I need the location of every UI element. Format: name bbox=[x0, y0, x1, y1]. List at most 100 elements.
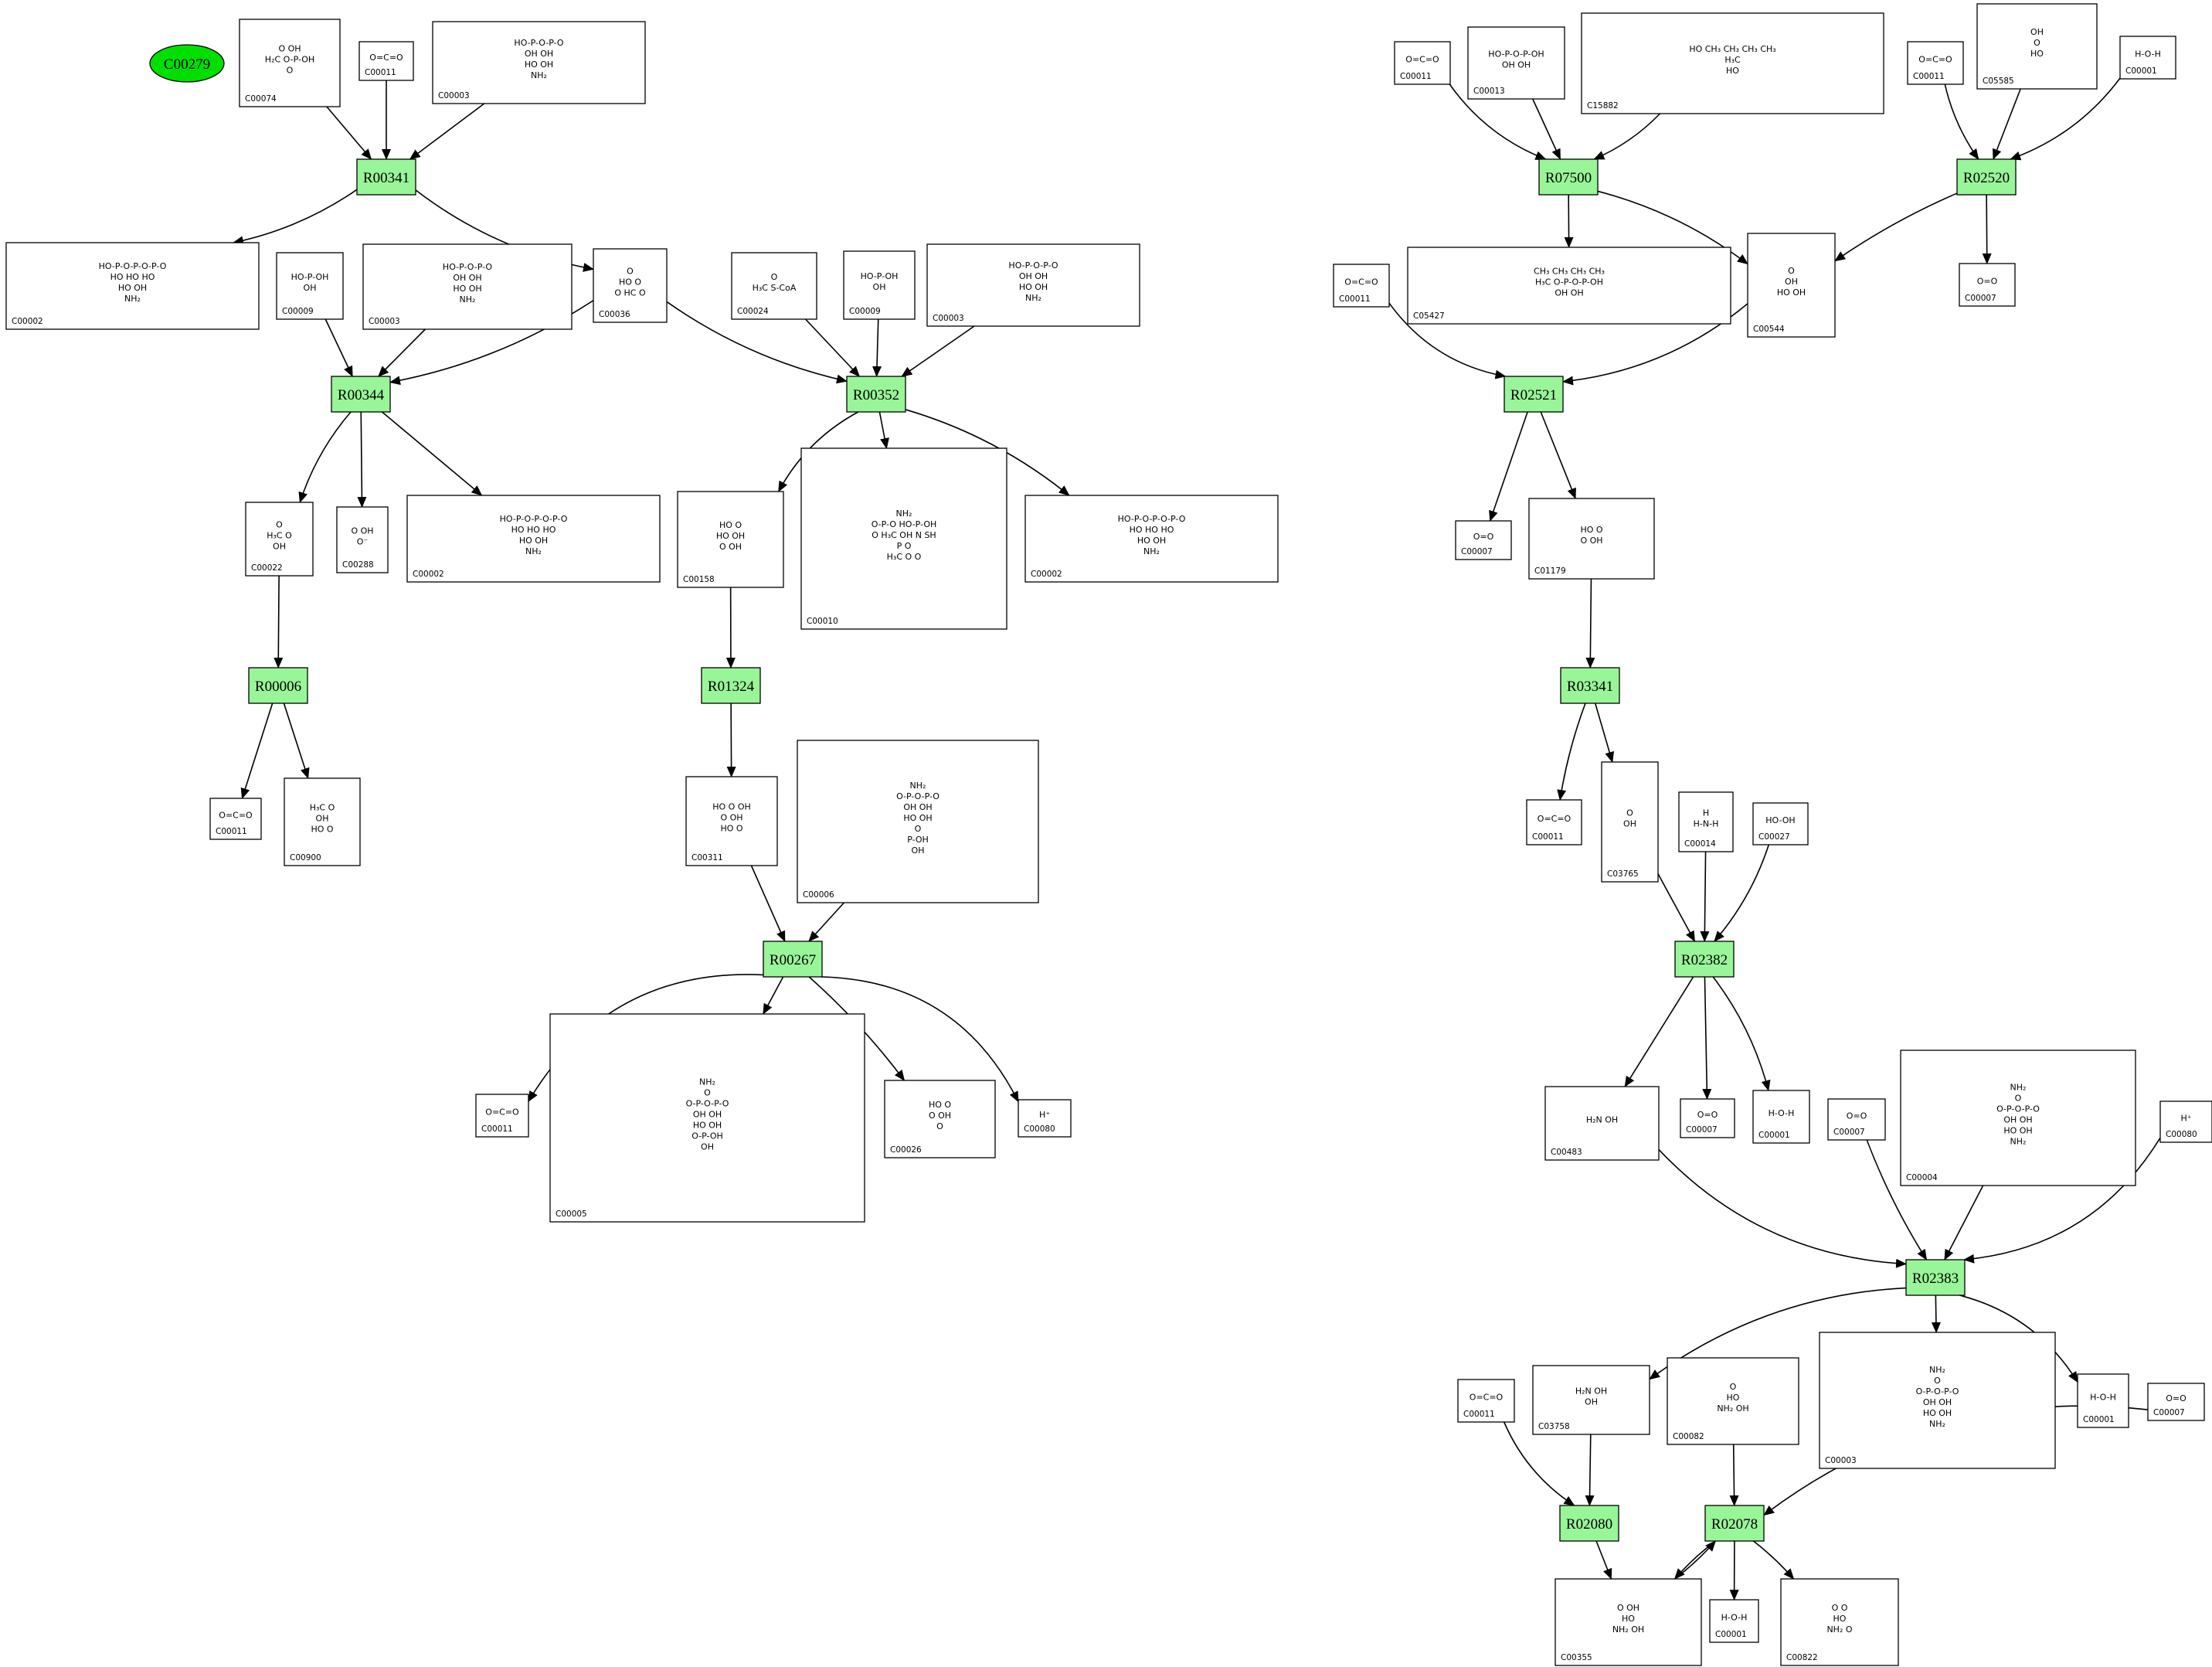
reaction-node[interactable]: R02520 bbox=[1956, 158, 2017, 196]
start-node[interactable]: C00279 bbox=[149, 44, 225, 83]
reaction-node[interactable]: R00341 bbox=[356, 158, 416, 196]
reaction-node[interactable]: R01324 bbox=[701, 667, 761, 704]
reaction-node[interactable]: R00352 bbox=[846, 376, 906, 413]
compound-id: C00011 bbox=[1400, 72, 1432, 81]
reaction-node[interactable]: R00344 bbox=[331, 376, 391, 413]
edge-arrow bbox=[409, 103, 485, 160]
structure-fragment: NH₂ bbox=[1143, 546, 1160, 556]
structure-fragment: HO-P-O-P-O bbox=[1008, 260, 1058, 270]
reaction-node[interactable]: R00006 bbox=[248, 667, 308, 704]
reaction-node[interactable]: R07500 bbox=[1538, 158, 1599, 196]
edge-arrow bbox=[1866, 1139, 1928, 1260]
reaction-node[interactable]: R02080 bbox=[1559, 1505, 1619, 1542]
edge-arrow bbox=[1931, 1294, 1941, 1333]
reaction-label: R03341 bbox=[1567, 679, 1613, 695]
structure-fragment: OH OH bbox=[525, 49, 553, 59]
reaction-label: R00341 bbox=[363, 170, 409, 186]
edge-arrow bbox=[1714, 844, 1770, 942]
compound-id: C00014 bbox=[1684, 839, 1716, 849]
structure-fragment: H₃C O bbox=[310, 803, 335, 813]
reaction-node[interactable]: R02521 bbox=[1504, 376, 1564, 413]
structure-fragment: HO OH bbox=[2003, 1126, 2032, 1136]
structure-fragment: H bbox=[1703, 808, 1709, 818]
structure-fragment: OH bbox=[1785, 277, 1798, 287]
edge-arrow bbox=[763, 976, 784, 1015]
reaction-node[interactable]: R02078 bbox=[1704, 1505, 1765, 1542]
structure-fragment: HO-P-O-P-O-P-O bbox=[99, 261, 167, 271]
edge-arrow bbox=[2010, 77, 2121, 161]
compound-id: C00158 bbox=[683, 575, 715, 584]
structure-fragment: HO bbox=[1833, 1614, 1847, 1624]
edge-arrow bbox=[666, 301, 848, 384]
compound-node[interactable]: H⁺C00080 bbox=[1018, 1099, 1072, 1138]
structure-fragment: HO bbox=[1622, 1614, 1635, 1624]
reaction-node[interactable]: R02383 bbox=[1905, 1259, 1966, 1296]
reaction-node[interactable]: R03341 bbox=[1560, 667, 1620, 704]
reaction-node[interactable]: R02382 bbox=[1674, 941, 1735, 978]
edge-arrow bbox=[1982, 194, 1992, 264]
structure-fragment: H₃C O O bbox=[887, 552, 922, 562]
structure-fragment: O=O bbox=[1473, 532, 1494, 542]
reaction-node[interactable]: R00267 bbox=[763, 941, 823, 978]
edge-arrow bbox=[1702, 976, 1712, 1100]
structure-fragment: NH₂ bbox=[2010, 1137, 2027, 1147]
edge-arrow bbox=[1593, 113, 1661, 160]
compound-id: C01179 bbox=[1534, 566, 1566, 576]
compound-node[interactable]: H⁺C00080 bbox=[2159, 1101, 2212, 1143]
compound-node[interactable]: O OHO⁻C00288 bbox=[336, 506, 389, 573]
